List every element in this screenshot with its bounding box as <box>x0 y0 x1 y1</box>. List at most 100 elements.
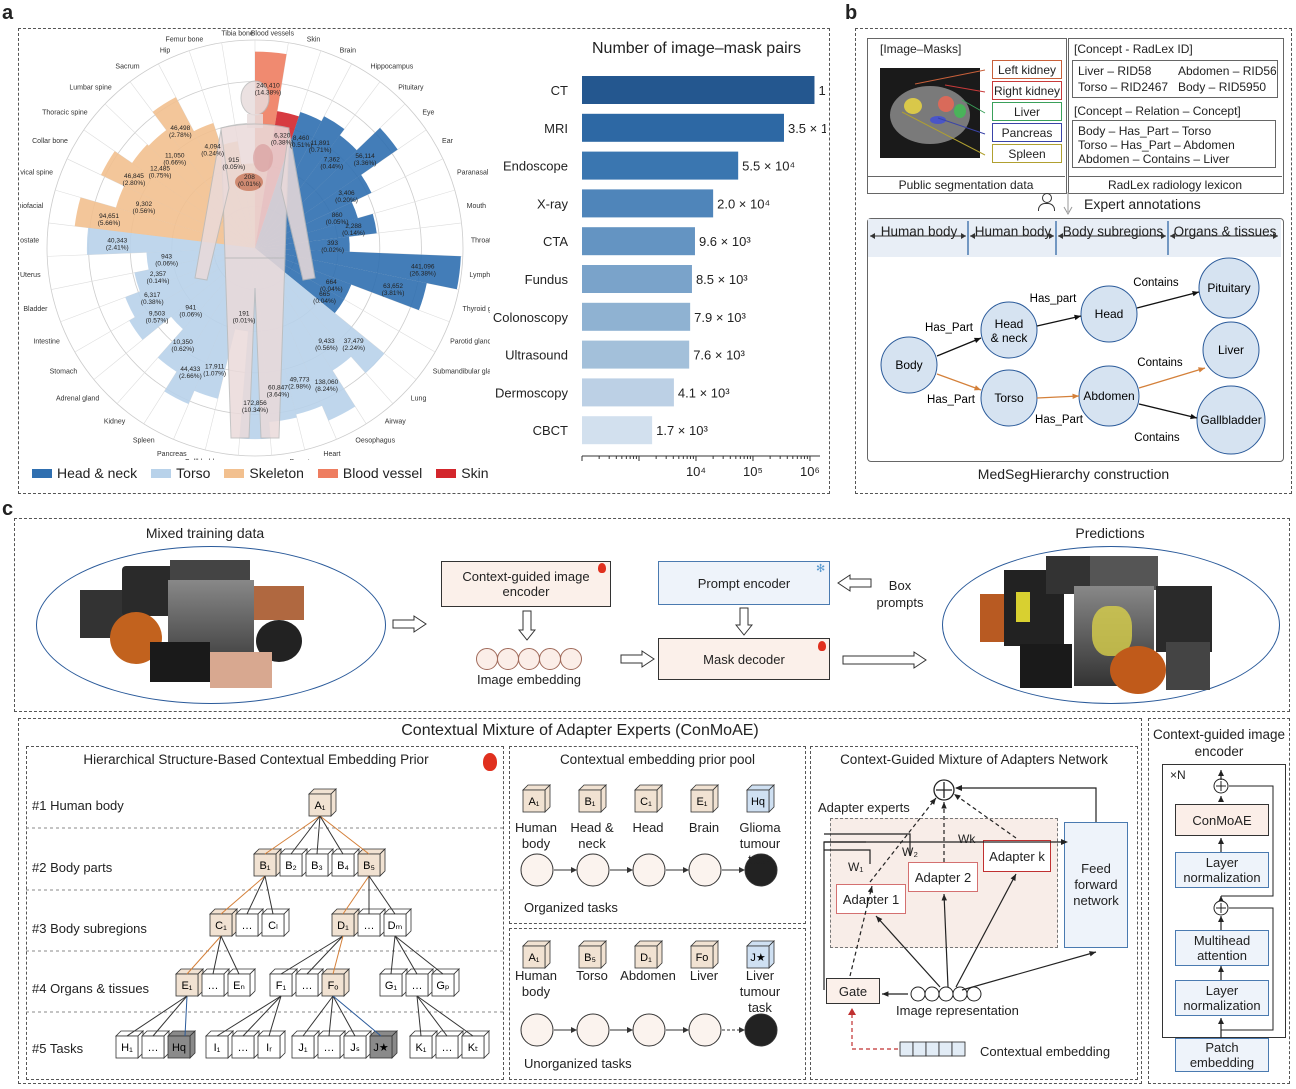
mask-connectors <box>901 69 986 156</box>
pool-cube-label: Human body <box>515 820 557 851</box>
pool-cube-label: Torso <box>576 968 608 983</box>
prior-frame <box>26 746 504 1080</box>
organ-label: Airway <box>385 419 407 426</box>
svg-text:Cₗ: Cₗ <box>268 920 278 932</box>
svg-text:Iᵣ: Iᵣ <box>266 1042 272 1054</box>
value-label: 3,406 <box>338 190 355 197</box>
relation-1: Body – Has_Part – Torso <box>1078 124 1212 138</box>
value-label: 46,498 <box>170 125 190 132</box>
context-guided-image-encoder-box: Context-guided image encoder <box>441 561 611 607</box>
bar-value-label: 5.5 × 10⁴ <box>742 159 795 174</box>
bar-value-label: 7.9 × 10³ <box>694 310 746 325</box>
legend-item: Blood vessel <box>317 463 423 483</box>
bar-category-label: Dermoscopy <box>495 385 568 400</box>
adapter-2-box: Adapter 2 <box>908 862 978 892</box>
organ-label: Pancreas <box>157 451 187 458</box>
value-percent: (0.51%) <box>290 142 313 149</box>
value-percent: (0.71%) <box>309 147 332 154</box>
predictions-ellipse <box>942 546 1280 704</box>
value-label: 94,651 <box>99 213 119 220</box>
legend-label: Blood vessel <box>342 465 423 481</box>
radlex-title: [Concept - RadLex ID] <box>1074 42 1193 56</box>
svg-text:B₅: B₅ <box>584 952 596 964</box>
expert-annotations: Expert annotations <box>1084 196 1201 212</box>
bar-value-label: 4.1 × 10³ <box>678 385 730 400</box>
svg-text:A₁: A₁ <box>528 796 539 808</box>
legend-swatch <box>317 468 338 478</box>
bar-chart: CT1.2 × 10⁶MRI3.5 × 10⁵Endoscope5.5 × 10… <box>493 76 826 479</box>
value-percent: (0.14%) <box>147 278 170 285</box>
embedding-cube: B₄ <box>331 848 360 877</box>
bar-category-label: MRI <box>544 121 568 136</box>
value-percent: (0.01%) <box>238 181 261 188</box>
value-percent: (3.64%) <box>267 391 290 398</box>
predictions-title: Predictions <box>1075 525 1145 541</box>
legend-label: Skin <box>461 465 489 481</box>
svg-text:Fₒ: Fₒ <box>328 980 339 992</box>
bar-category-label: Colonoscopy <box>493 310 569 325</box>
organ-label: Mouth <box>467 203 487 210</box>
weight-1: W₁ <box>848 860 864 874</box>
public-data-caption: Public segmentation data <box>867 176 1065 192</box>
task-thumbnail <box>520 1013 554 1047</box>
bar-value-label: 7.6 × 10³ <box>693 348 745 363</box>
prior-title: Hierarchical Structure-Based Contextual … <box>83 752 429 767</box>
edge-label: Has_Part <box>1035 414 1084 426</box>
relation-2: Torso – Has_Part – Abdomen <box>1078 138 1235 152</box>
bar <box>582 265 692 293</box>
organ-label: Kidney <box>104 419 126 426</box>
representation-token <box>910 986 926 1002</box>
image-embedding-circles <box>476 648 584 670</box>
mask-label-box: Pancreas <box>992 123 1062 142</box>
pool-cube: D₁ <box>634 940 663 969</box>
svg-text:Eₙ: Eₙ <box>233 980 245 992</box>
level-header: Organs & tissues <box>1173 224 1277 239</box>
bar <box>582 189 714 218</box>
value-percent: (2.24%) <box>342 345 365 352</box>
organ-label: Submandibular gland <box>433 369 490 376</box>
embedding-cube: Fₒ <box>321 968 350 997</box>
pool-cube: A₁ <box>522 940 551 969</box>
level-header: Body subregions <box>1062 224 1164 239</box>
embedding-cube: A₁ <box>308 788 337 817</box>
hierarchy-caption: MedSegHierarchy construction <box>977 466 1170 482</box>
organ-label: Spleen <box>133 437 155 444</box>
svg-text:…: … <box>324 1042 335 1054</box>
organized-caption: Organized tasks <box>524 900 618 915</box>
svg-text:C₁: C₁ <box>640 796 652 808</box>
network-title: Context-Guided Mixture of Adapters Netwo… <box>840 752 1108 767</box>
adapter-k-box: Adapter k <box>983 840 1051 872</box>
pool-cube-label: Glioma tumour task <box>739 820 781 867</box>
organ-label: Ear <box>442 138 454 145</box>
value-percent: (3.81%) <box>382 290 405 297</box>
svg-text:Gₚ: Gₚ <box>436 980 450 992</box>
node-label: Head <box>1095 307 1124 321</box>
svg-text:K₁: K₁ <box>415 1042 426 1054</box>
value-label: 172,856 <box>243 400 267 407</box>
embedding-cube: … <box>435 1030 464 1059</box>
organ-label: Lymph nodes <box>469 272 490 279</box>
legend-item: Skin <box>436 463 489 483</box>
polar-chart: Blood vessels240,410(14.38%)Skin6,320(0.… <box>20 31 490 460</box>
svg-text:Jₛ: Jₛ <box>350 1042 360 1054</box>
task-thumbnail <box>520 853 554 887</box>
embedding-cube: D₁ <box>331 908 360 937</box>
svg-text:C₁: C₁ <box>215 920 227 932</box>
radlex-id-2: Abdomen – RID56 <box>1178 64 1277 78</box>
representation-token <box>966 986 982 1002</box>
edge-label: Contains <box>1134 432 1180 444</box>
bar <box>582 302 691 331</box>
task-thumbnail <box>744 1013 778 1047</box>
bar-category-label: Endoscope <box>503 159 568 174</box>
mask-label-box: Left kidney <box>992 60 1062 79</box>
bar-category-label: X-ray <box>537 196 569 211</box>
pool-title: Contextual embedding prior pool <box>559 752 756 767</box>
hierarchy-node <box>880 336 938 394</box>
embedding-cube: … <box>317 1030 346 1059</box>
legend-item: Skeleton <box>224 463 304 483</box>
value-label: 915 <box>228 157 239 164</box>
value-label: 191 <box>239 310 250 317</box>
x-tick-label: 10⁶ <box>800 464 820 479</box>
svg-text:B₂: B₂ <box>285 860 297 872</box>
bar <box>582 113 784 142</box>
